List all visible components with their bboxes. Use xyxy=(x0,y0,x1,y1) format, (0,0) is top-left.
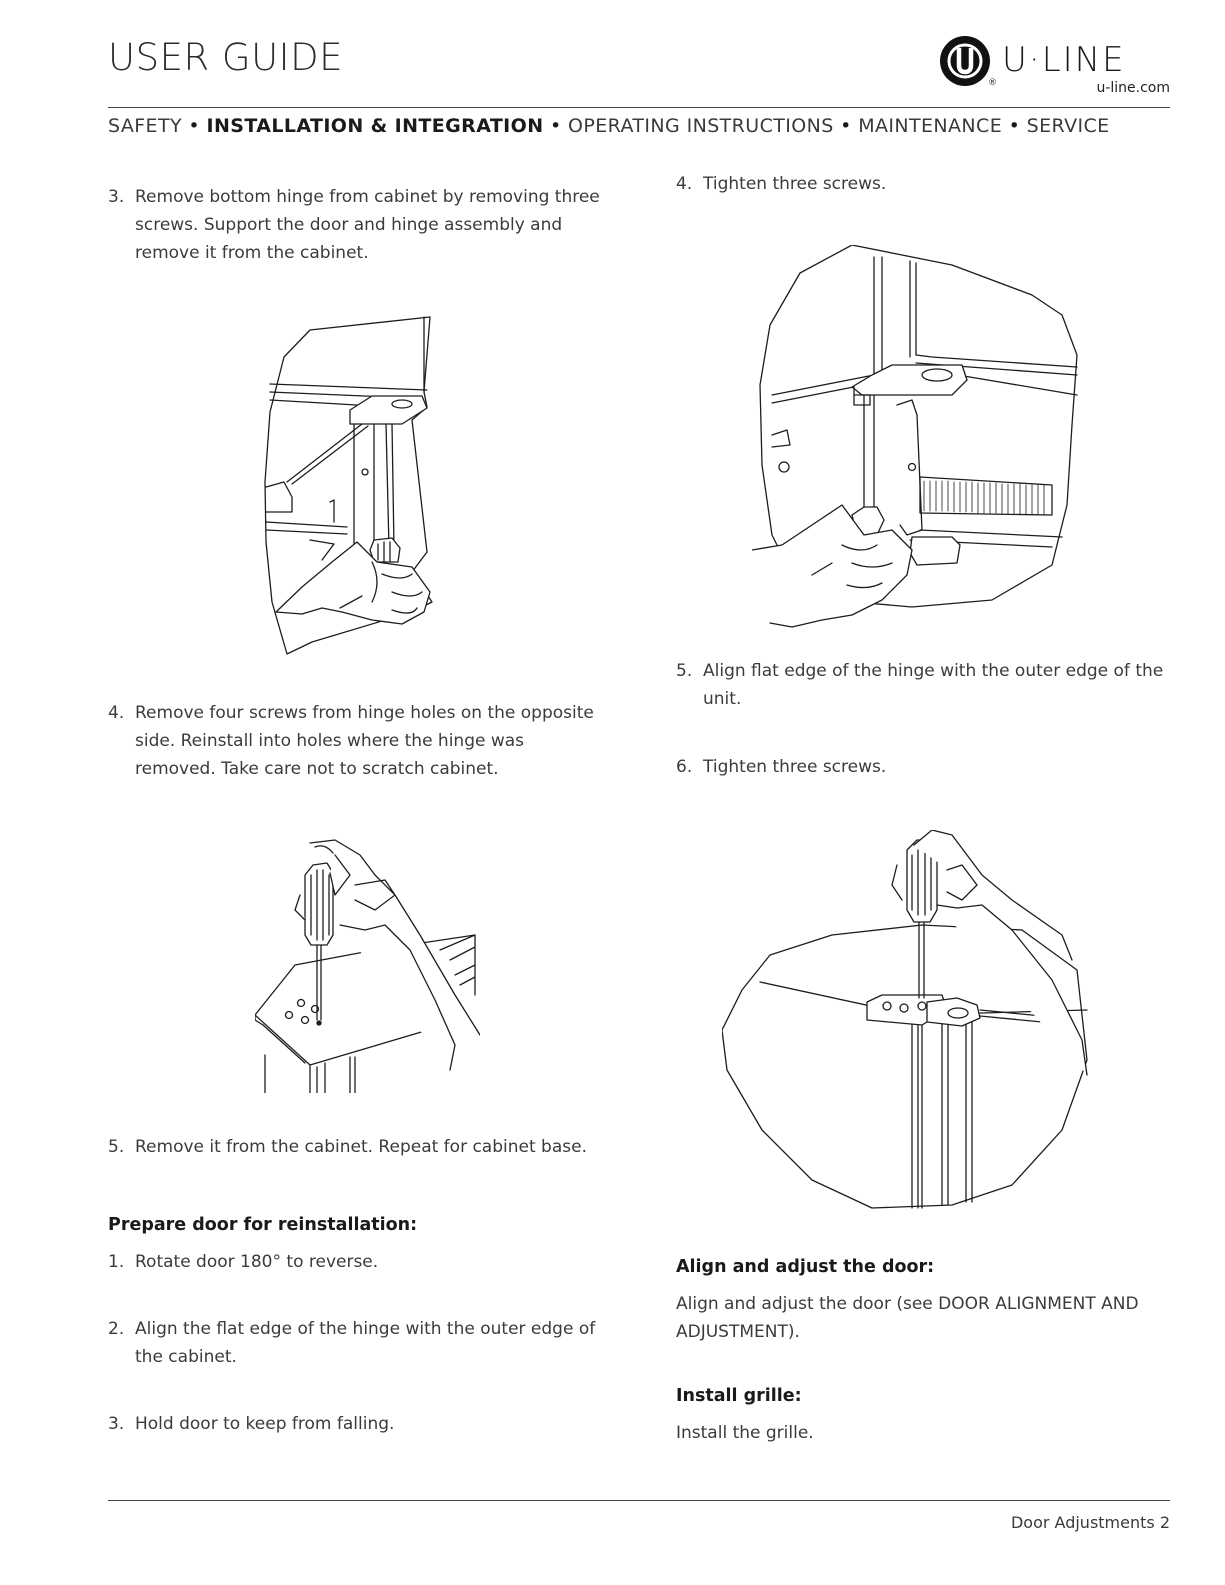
install-grille-heading: Install grille: xyxy=(676,1386,802,1406)
prepare-door-heading: Prepare door for reinstallation: xyxy=(108,1215,418,1235)
step-text: Remove it from the cabinet. Repeat for c… xyxy=(135,1137,587,1157)
nav-item-installation[interactable]: INSTALLATION & INTEGRATION xyxy=(206,115,544,137)
nav-separator: • xyxy=(1008,115,1021,137)
step-text: Remove bottom hinge from cabinet by remo… xyxy=(135,187,600,263)
figure-tighten-screws-top xyxy=(722,830,1100,1220)
step-text: Tighten three screws. xyxy=(703,174,887,194)
step-number: 6. xyxy=(676,757,693,777)
screwdriver-top-illustration xyxy=(255,839,480,1093)
figure-remove-bottom-hinge xyxy=(262,312,437,657)
brand-name: U·LINE xyxy=(1002,40,1126,80)
step-number: 3. xyxy=(108,187,125,207)
nav-separator: • xyxy=(840,115,852,137)
hinge-removal-illustration xyxy=(264,316,433,655)
step-number: 4. xyxy=(676,174,693,194)
step-number: 5. xyxy=(108,1137,125,1157)
align-door-text: Align and adjust the door (see DOOR ALIG… xyxy=(676,1294,1139,1342)
prep-step-1: 1. Rotate door 180° to reverse. xyxy=(108,1248,608,1276)
top-hinge-tighten-illustration xyxy=(722,830,1088,1209)
prep-step-3: 3. Hold door to keep from falling. xyxy=(108,1410,608,1438)
install-grille-text: Install the grille. xyxy=(676,1423,814,1443)
nav-item-operating[interactable]: OPERATING INSTRUCTIONS xyxy=(568,115,834,137)
nav-item-safety[interactable]: SAFETY xyxy=(108,115,182,137)
align-door-heading: Align and adjust the door: xyxy=(676,1257,935,1277)
section-nav: SAFETY • INSTALLATION & INTEGRATION • OP… xyxy=(108,115,1170,137)
brand-url-link[interactable]: u-line.com xyxy=(1096,80,1170,96)
step-text: Tighten three screws. xyxy=(703,757,887,777)
left-step-3: 3. Remove bottom hinge from cabinet by r… xyxy=(108,183,608,267)
step-text: Remove four screws from hinge holes on t… xyxy=(135,703,594,779)
step-text: Hold door to keep from falling. xyxy=(135,1414,395,1434)
nav-separator: • xyxy=(188,115,201,137)
nav-separator: • xyxy=(549,115,562,137)
figure-tighten-screws-bottom xyxy=(752,245,1092,630)
right-step-6: 6. Tighten three screws. xyxy=(676,753,1176,781)
step-text: Align the flat edge of the hinge with th… xyxy=(135,1319,596,1367)
left-step-4: 4. Remove four screws from hinge holes o… xyxy=(108,699,608,783)
step-number: 1. xyxy=(108,1252,125,1272)
nav-item-service[interactable]: SERVICE xyxy=(1026,115,1110,137)
step-number: 4. xyxy=(108,703,125,723)
header-divider xyxy=(108,107,1170,108)
prep-step-2: 2. Align the flat edge of the hinge with… xyxy=(108,1315,608,1371)
left-step-5: 5. Remove it from the cabinet. Repeat fo… xyxy=(108,1133,608,1161)
page-footer-label: Door Adjustments 2 xyxy=(1010,1513,1170,1532)
page-title: USER GUIDE xyxy=(108,36,343,79)
right-step-5: 5. Align flat edge of the hinge with the… xyxy=(676,657,1176,713)
footer-divider xyxy=(108,1500,1170,1501)
step-number: 5. xyxy=(676,661,693,681)
step-text: Align flat edge of the hinge with the ou… xyxy=(703,661,1164,709)
step-number: 2. xyxy=(108,1319,125,1339)
figure-reinstall-screws xyxy=(255,835,480,1093)
right-step-4: 4. Tighten three screws. xyxy=(676,170,1176,198)
nav-item-maintenance[interactable]: MAINTENANCE xyxy=(858,115,1003,137)
step-text: Rotate door 180° to reverse. xyxy=(135,1252,379,1272)
brand-logo-block: ® U·LINE u-line.com xyxy=(938,34,1170,98)
uline-logo-icon xyxy=(940,36,990,86)
hinge-tighten-illustration xyxy=(752,245,1078,628)
registered-mark: ® xyxy=(988,78,997,88)
step-number: 3. xyxy=(108,1414,125,1434)
